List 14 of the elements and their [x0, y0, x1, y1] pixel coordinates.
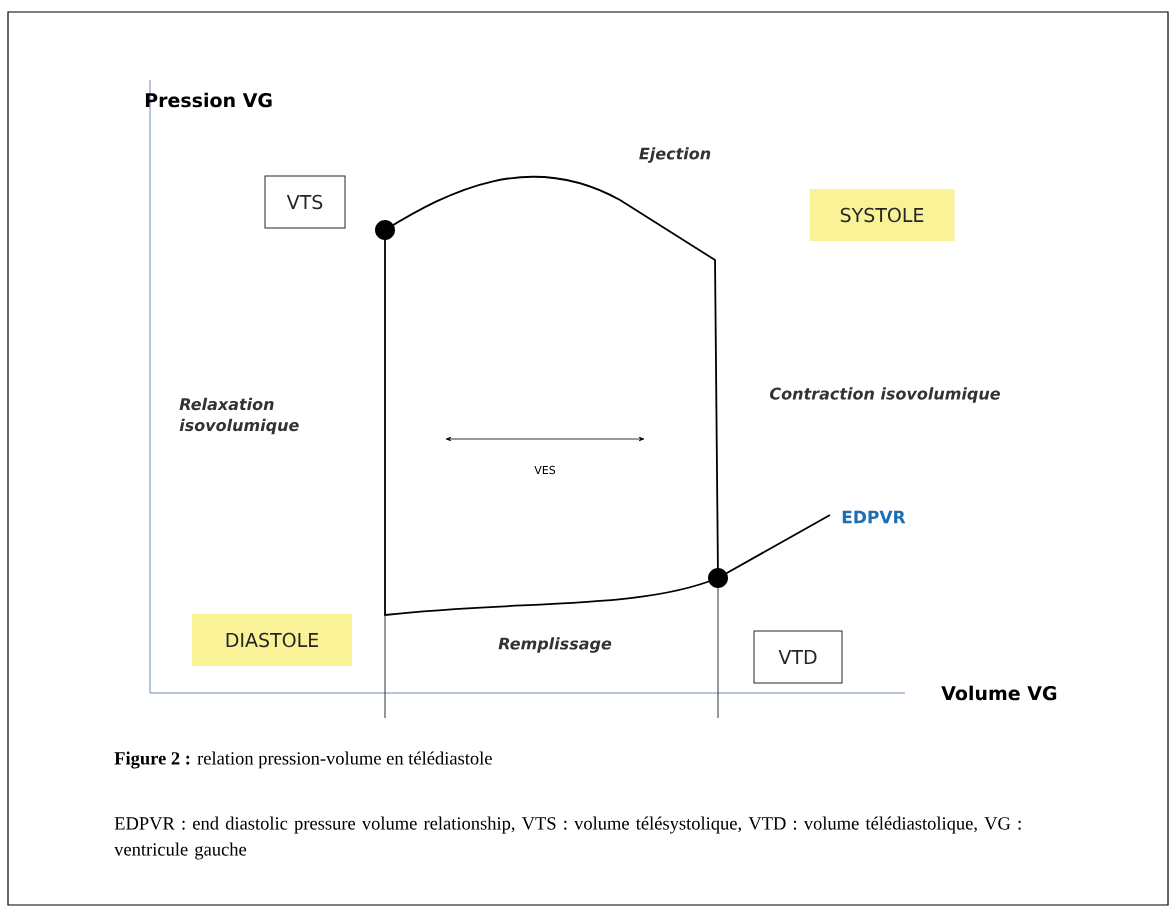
phase-label: Contraction isovolumique: [770, 387, 1000, 403]
phase-highlight: DIASTOLE: [192, 614, 352, 666]
phase-label: Ejection: [639, 147, 711, 163]
phase-label: Remplissage: [498, 637, 612, 653]
phase-label: Relaxation isovolumique: [179, 397, 299, 435]
volume-label: VES: [534, 465, 556, 475]
caption-note: EDPVR : end diastolic pressure volume relationship, VTS : volume télésystolique, VTD : volume télédiastolique, VG : ventricule gauche: [114, 816, 1021, 860]
curve-label: EDPVR: [842, 510, 906, 524]
label-box: VTD: [753, 630, 843, 684]
axis-title: Volume VG: [941, 685, 1057, 701]
label-box: VTS: [264, 175, 346, 229]
axis-title: Pression VG: [145, 92, 272, 108]
phase-highlight: SYSTOLE: [809, 189, 955, 241]
figure-caption: Figure 2 : relation pression-volume en télédiastole: [114, 751, 492, 769]
